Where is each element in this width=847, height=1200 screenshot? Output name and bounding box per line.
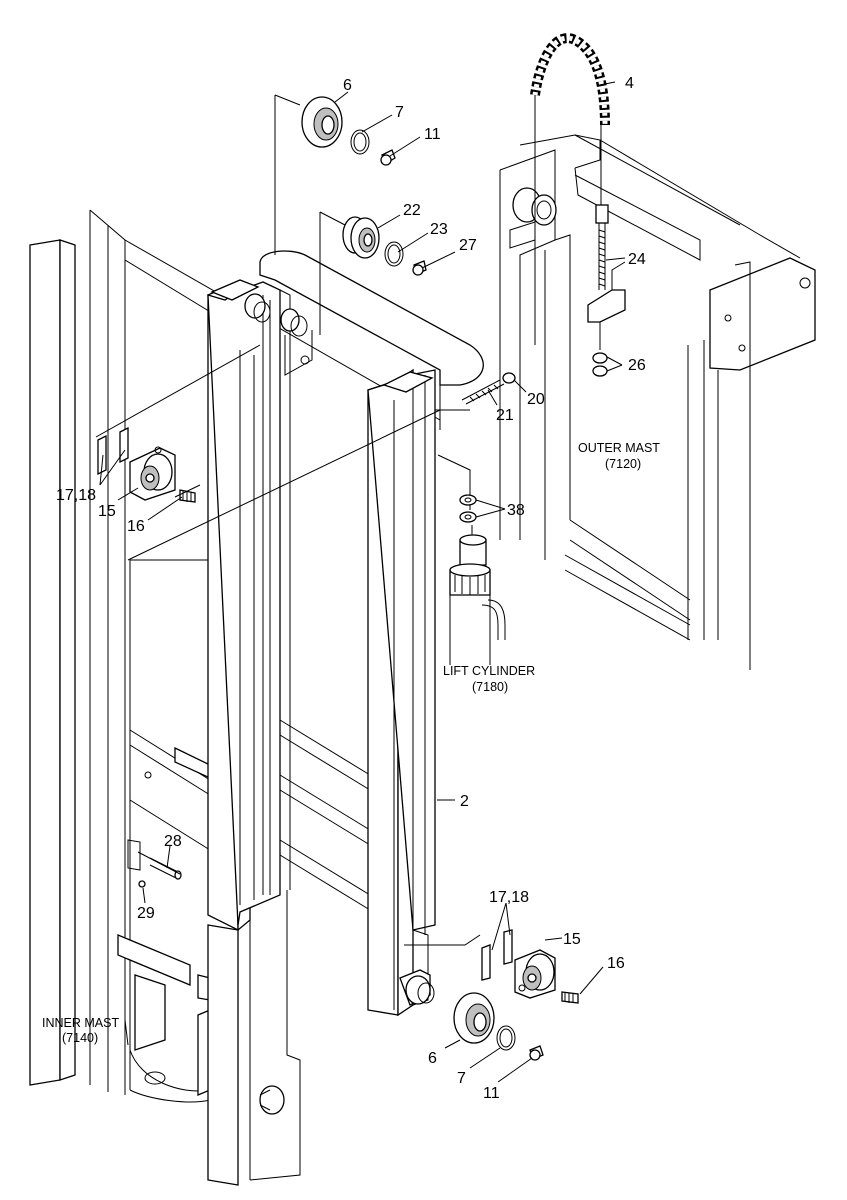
- assembly-line-sheave: [319, 211, 346, 335]
- washers-38: [459, 494, 477, 523]
- outer-mast-label: OUTER MAST: [578, 441, 660, 455]
- snap-ring-7-top: [350, 129, 370, 155]
- callout-17-18-left: 17,18: [56, 487, 96, 504]
- callout-28: 28: [164, 833, 182, 850]
- callout-21: 21: [496, 407, 514, 424]
- callout-7-top: 7: [395, 104, 404, 121]
- callout-27: 27: [459, 237, 477, 254]
- shims-17-18-right: [481, 929, 513, 981]
- lift-cylinder-code: (7180): [472, 680, 508, 694]
- bolt-11-bottom: [529, 1045, 544, 1061]
- callout-2: 2: [460, 793, 469, 810]
- bolt-16-right: [561, 991, 579, 1004]
- bearing-6-bottom: [453, 992, 495, 1044]
- snap-ring-7-bottom: [496, 1025, 516, 1051]
- bolt-11-top: [380, 149, 396, 166]
- callout-7-bottom: 7: [457, 1070, 466, 1087]
- inner-mast-code: (7140): [62, 1031, 98, 1045]
- nuts-26: [592, 322, 608, 377]
- callout-23: 23: [430, 221, 448, 238]
- top-tie-bar: [259, 250, 484, 510]
- bearing-6-top: [301, 96, 343, 148]
- side-roller-15-right: [514, 949, 556, 999]
- callout-labels: 4 6 7 11 22 23 27 24 26 20 21 38 17,18 1…: [56, 75, 646, 1102]
- callout-22: 22: [403, 202, 421, 219]
- callout-24: 24: [628, 251, 646, 268]
- callout-26: 26: [628, 357, 646, 374]
- captions: OUTER MAST (7120) LIFT CYLINDER (7180) I…: [42, 441, 660, 1045]
- callout-11-top: 11: [424, 126, 441, 143]
- bolt-27: [412, 260, 427, 276]
- callout-16-left: 16: [127, 518, 145, 535]
- sheave-22: [342, 216, 380, 259]
- callout-16-right: 16: [607, 955, 625, 972]
- leader-lines: [99, 81, 626, 1083]
- callout-11-bottom: 11: [483, 1085, 500, 1102]
- callout-6-bottom: 6: [428, 1050, 437, 1067]
- bolt-16-left: [179, 489, 196, 503]
- assembly-line-top: [274, 94, 301, 255]
- callout-38: 38: [507, 502, 525, 519]
- left-channel: [207, 279, 313, 1186]
- inner-mast: [29, 209, 441, 1103]
- snap-ring-23: [384, 241, 404, 267]
- outer-mast: [499, 134, 816, 670]
- lift-cylinder-label: LIFT CYLINDER: [443, 664, 535, 678]
- side-roller-15-left: [129, 446, 176, 501]
- assembly-line-left: [95, 344, 441, 561]
- chain-anchor-bolt: [587, 204, 626, 323]
- callout-15-right: 15: [563, 931, 581, 948]
- callout-6-top: 6: [343, 77, 352, 94]
- callout-20: 20: [527, 391, 545, 408]
- outer-mast-code: (7120): [605, 457, 641, 471]
- right-channel: [367, 368, 436, 1017]
- assembly-line-pin: [137, 851, 181, 875]
- nut-20: [502, 372, 516, 384]
- crossmembers: [279, 719, 371, 911]
- callout-29: 29: [137, 905, 155, 922]
- inner-mast-label: INNER MAST: [42, 1016, 119, 1030]
- lift-cylinder: [449, 525, 506, 665]
- assembly-line-right: [404, 934, 481, 946]
- callout-15-left: 15: [98, 503, 116, 520]
- lift-chain: [530, 33, 610, 345]
- callout-17-18-right: 17,18: [489, 889, 529, 906]
- callout-4: 4: [625, 75, 634, 92]
- bolt-21: [461, 379, 505, 405]
- clip-29: [138, 880, 146, 888]
